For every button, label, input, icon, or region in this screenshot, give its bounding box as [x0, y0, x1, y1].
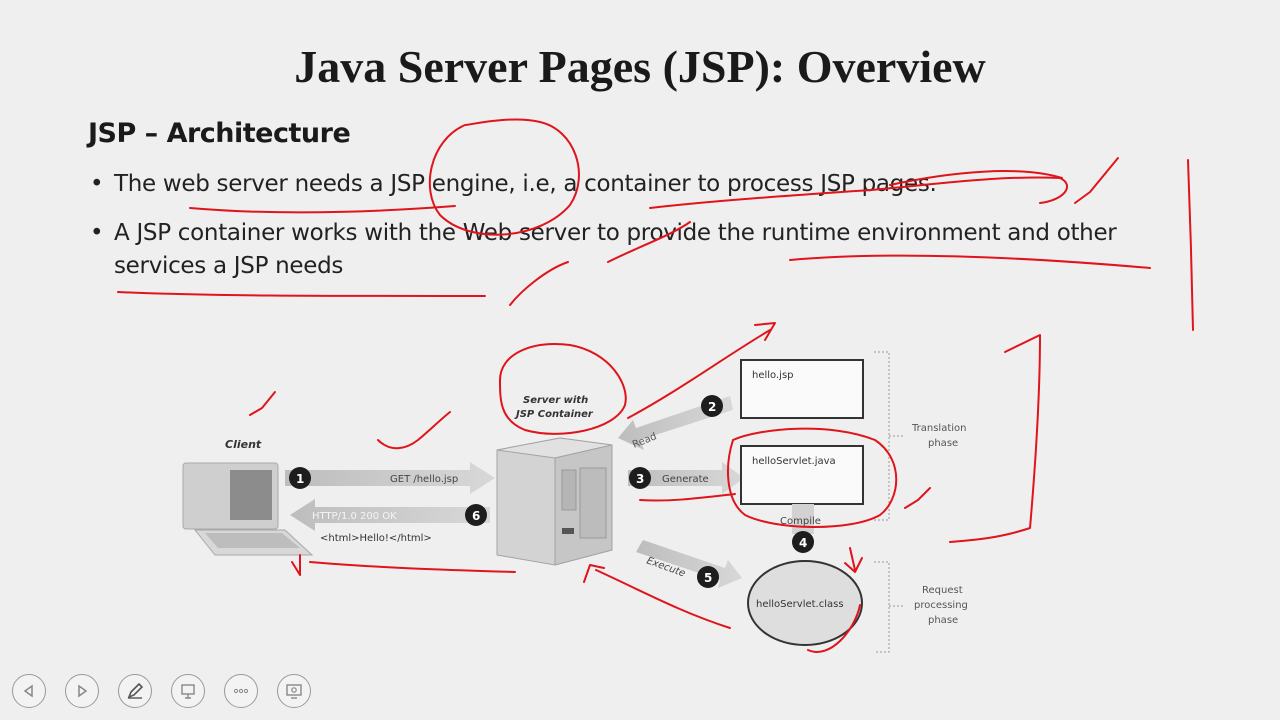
more-options-button[interactable] — [224, 674, 258, 708]
previous-slide-button[interactable] — [12, 674, 46, 708]
next-slide-button[interactable] — [65, 674, 99, 708]
slide-view-button[interactable] — [171, 674, 205, 708]
request-label: GET /hello.jsp — [390, 474, 458, 485]
pen-icon — [127, 682, 144, 699]
step-number: 1 — [296, 472, 304, 486]
hello-servlet-class-label: helloServlet.class — [756, 599, 844, 610]
triangle-left-icon — [23, 684, 33, 698]
hello-jsp-box — [740, 359, 864, 419]
step-number: 5 — [704, 571, 712, 585]
request-phase-label-line3: phase — [928, 615, 958, 626]
ellipsis-icon — [233, 688, 249, 694]
screen-button[interactable] — [277, 674, 311, 708]
translation-phase-bracket — [874, 351, 905, 521]
translation-phase-label-line2: phase — [928, 438, 958, 449]
step-number: 6 — [472, 509, 480, 523]
hello-servlet-java-box — [740, 445, 864, 505]
pen-tool-button[interactable] — [118, 674, 152, 708]
step-number: 3 — [636, 472, 644, 486]
request-phase-label-line1: Request — [922, 585, 963, 596]
server-label-line1: Server with — [523, 395, 588, 406]
response-body-label: <html>Hello!</html> — [320, 533, 432, 544]
step-number: 2 — [708, 400, 716, 414]
slide-title: Java Server Pages (JSP): Overview — [294, 41, 986, 92]
response-arrow — [290, 499, 490, 531]
slide-subtitle: JSP – Architecture — [88, 118, 351, 149]
generate-arrow — [628, 462, 744, 494]
hello-servlet-java-label: helloServlet.java — [752, 456, 836, 467]
generate-label: Generate — [662, 474, 709, 485]
hello-jsp-label: hello.jsp — [752, 370, 794, 381]
screen-icon — [286, 684, 302, 699]
client-label: Client — [225, 438, 262, 451]
request-phase-label-line2: processing — [914, 600, 968, 611]
step-number: 4 — [799, 536, 807, 550]
triangle-right-icon — [78, 684, 88, 698]
client-computer-icon — [182, 462, 314, 556]
request-arrow — [285, 462, 495, 494]
server-label-line2: JSP Container — [514, 409, 594, 420]
request-phase-bracket — [874, 561, 905, 653]
response-status-label: HTTP/1.0 200 OK — [312, 511, 397, 522]
slide-icon — [181, 684, 195, 699]
slideshow-toolbar — [12, 674, 311, 710]
server-tower-icon — [496, 437, 613, 566]
compile-label: Compile — [780, 516, 821, 527]
translation-phase-label-line1: Translation — [911, 423, 967, 434]
